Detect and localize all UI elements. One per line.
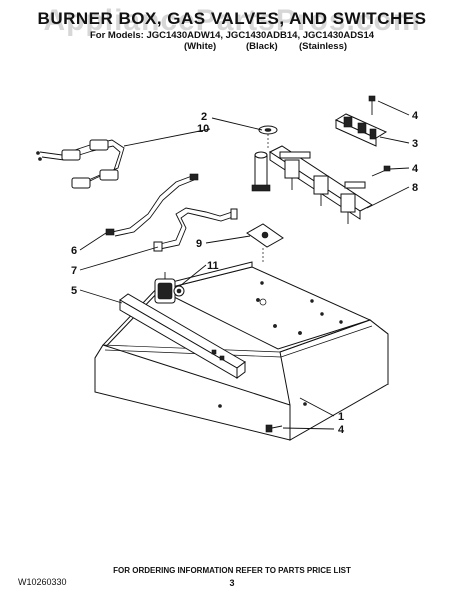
callout-5: 5 (71, 285, 77, 297)
document-number: W10260330 (18, 577, 67, 587)
gas-supply-tube (153, 207, 238, 252)
switch-wire-harness (36, 139, 125, 189)
ordering-note: FOR ORDERING INFORMATION REFER TO PARTS … (113, 566, 351, 575)
callout-11: 11 (207, 260, 219, 272)
callout-numbers: 2 10 4 3 4 8 6 7 5 9 11 1 4 (71, 110, 419, 436)
callout-6: 6 (71, 245, 77, 257)
finish-stainless: (Stainless) (299, 41, 348, 52)
gas-manifold-valves (251, 145, 374, 224)
gasket-washer (258, 125, 278, 150)
igniter-switch (154, 272, 185, 304)
callout-4-bottom: 4 (338, 424, 345, 436)
front-bracket (119, 293, 246, 379)
finish-black: (Black) (246, 41, 278, 52)
callout-9: 9 (196, 238, 202, 250)
igniter-wires (105, 173, 199, 237)
page-number: 3 (229, 578, 235, 588)
callout-3: 3 (412, 138, 418, 150)
screw-bottom (265, 424, 283, 433)
callout-8: 8 (412, 182, 418, 194)
finish-white: (White) (184, 41, 217, 52)
callout-4-top: 4 (412, 110, 419, 122)
watermark: AppliancePartsPros.com (43, 4, 421, 37)
switch-bracket (334, 113, 388, 147)
screw-top (368, 95, 376, 115)
screw-middle (371, 165, 391, 177)
valve-mounting-plate (246, 223, 284, 262)
callout-10: 10 (197, 123, 209, 135)
callout-7: 7 (71, 265, 77, 277)
callout-2: 2 (201, 111, 207, 123)
leader-lines (79, 100, 410, 430)
callout-4-middle: 4 (412, 163, 419, 175)
page-title: BURNER BOX, GAS VALVES, AND SWITCHES (37, 9, 427, 28)
models-line: For Models: JGC1430ADW14, JGC1430ADB14, … (89, 30, 375, 41)
callout-1: 1 (338, 411, 344, 423)
